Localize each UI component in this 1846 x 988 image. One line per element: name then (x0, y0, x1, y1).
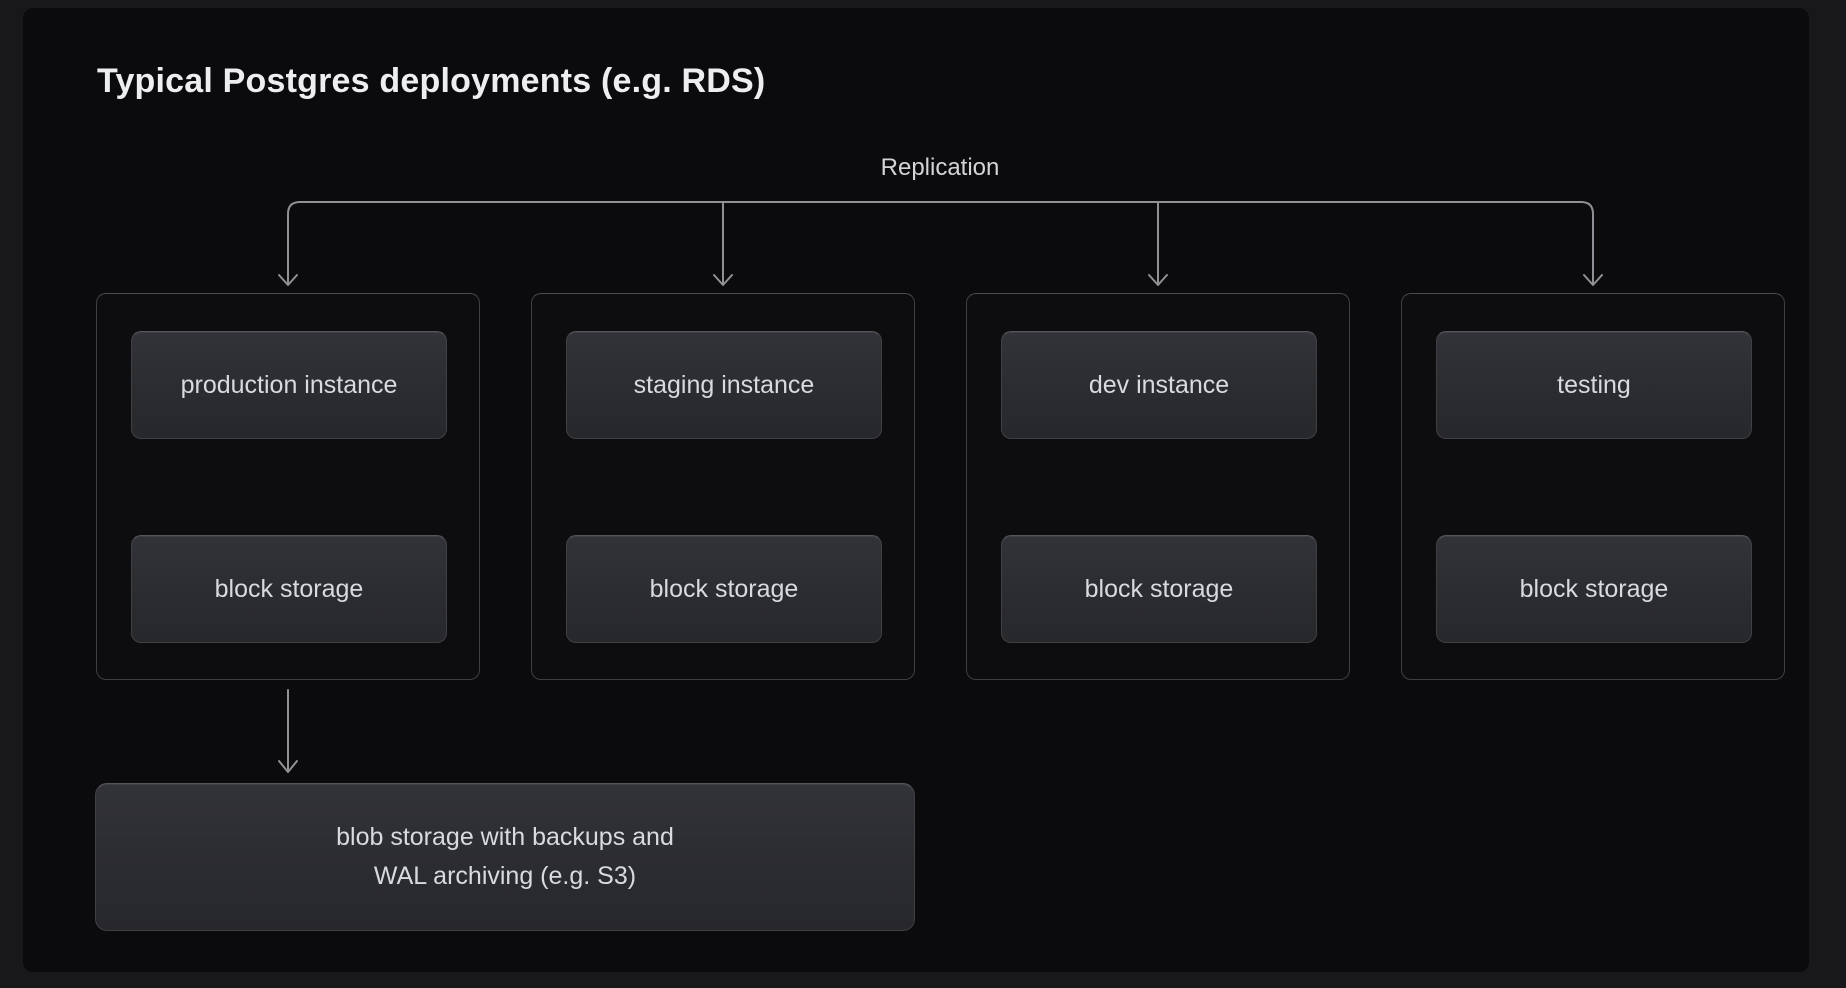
dev-instance-label: dev instance (1088, 370, 1230, 399)
backup-arrow-icon (278, 689, 298, 773)
production-instance-node: production instance (131, 331, 447, 439)
column-dev: dev instance block storage (966, 293, 1350, 680)
staging-instance-node: staging instance (566, 331, 882, 439)
staging-block-storage-label: block storage (649, 574, 799, 603)
production-block-storage-label: block storage (214, 574, 364, 603)
dev-instance-node: dev instance (1001, 331, 1317, 439)
testing-instance-node: testing (1436, 331, 1752, 439)
blob-storage-label-line1: blob storage with backups and (336, 823, 674, 851)
dev-block-storage-label: block storage (1084, 574, 1234, 603)
replication-bracket-line (287, 201, 1594, 285)
testing-block-storage-node: block storage (1436, 535, 1752, 643)
staging-block-storage-node: block storage (566, 535, 882, 643)
production-instance-label: production instance (180, 370, 398, 399)
blob-storage-node: blob storage with backups and WAL archiv… (95, 783, 915, 931)
blob-storage-label-line2: WAL archiving (e.g. S3) (373, 862, 637, 890)
testing-block-storage-label: block storage (1519, 574, 1669, 603)
production-block-storage-node: block storage (131, 535, 447, 643)
dev-block-storage-node: block storage (1001, 535, 1317, 643)
page-title: Typical Postgres deployments (e.g. RDS) (97, 62, 766, 100)
column-testing: testing block storage (1401, 293, 1785, 680)
diagram-panel: Typical Postgres deployments (e.g. RDS) … (23, 8, 1809, 972)
staging-instance-label: staging instance (633, 370, 815, 399)
testing-instance-label: testing (1557, 370, 1631, 399)
replication-label: Replication (880, 154, 1000, 181)
replication-arrowhead-icon (278, 274, 1603, 286)
column-production: production instance block storage (96, 293, 480, 680)
column-staging: staging instance block storage (531, 293, 915, 680)
